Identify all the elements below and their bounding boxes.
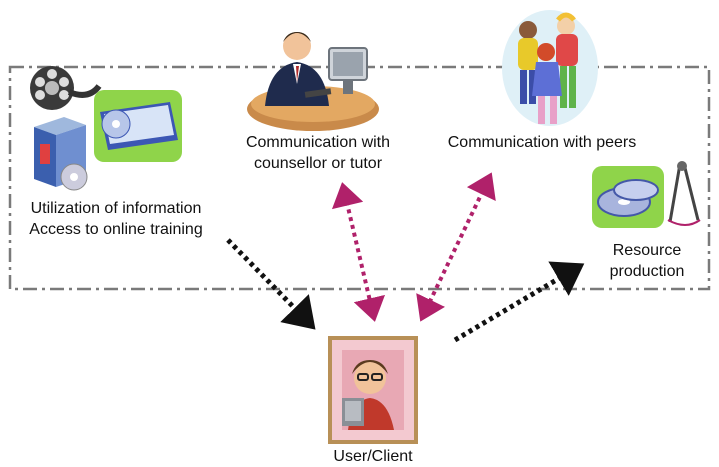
arrow-counsellor-user <box>331 182 386 322</box>
user-label-line1: User/Client <box>333 448 413 465</box>
arrow-peers-user <box>416 172 496 322</box>
peers-label-line1: Communication with peers <box>447 134 637 151</box>
resource-label-line2: production <box>609 263 685 280</box>
resource-label-line1: Resource <box>612 242 682 259</box>
utilization-label-line1: Utilization of information <box>30 200 202 217</box>
counsellor-label-line1: Communication with <box>245 134 391 151</box>
software-box-icon <box>34 117 88 191</box>
film-reel-icon <box>30 66 102 110</box>
peers-label: Communication with peers <box>436 132 648 153</box>
resources-clipart <box>30 66 182 191</box>
counsellor-label: Communication with counsellor or tutor <box>238 132 398 174</box>
resource-label: Resource production <box>592 240 702 282</box>
arrow-user-to-resource <box>453 261 585 343</box>
user-at-computer-icon <box>328 336 418 444</box>
utilization-label: Utilization of information Access to onl… <box>16 198 216 240</box>
children-group-icon <box>502 10 598 126</box>
arrow-utilization-to-user <box>226 238 316 330</box>
tutor-at-desk-icon <box>247 32 379 131</box>
user-label: User/Client <box>318 446 428 467</box>
cd-and-compass-icon <box>592 161 701 228</box>
counsellor-label-line2: counsellor or tutor <box>253 155 383 172</box>
utilization-label-line2: Access to online training <box>29 221 203 238</box>
cd-book-icon <box>94 90 182 162</box>
